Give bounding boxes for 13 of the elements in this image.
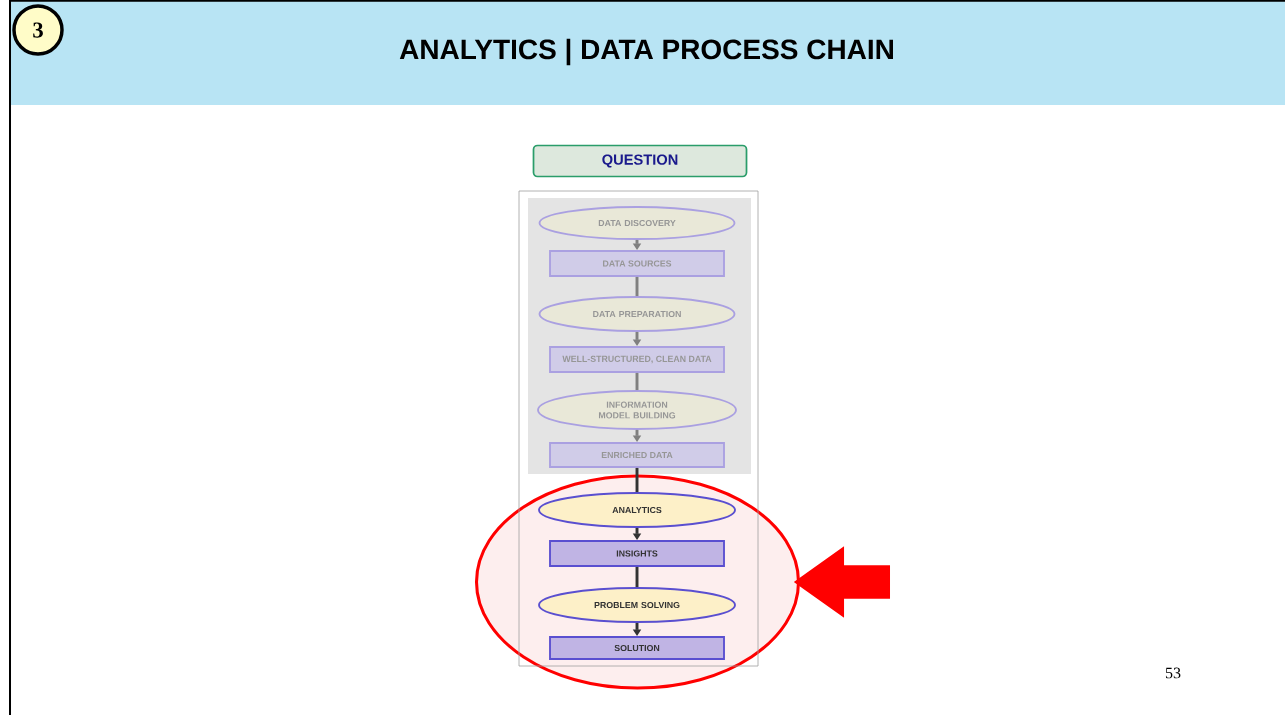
page-number: 53 [1165, 667, 1181, 679]
process-box: WELL-STRUCTURED, CLEAN DATA [549, 346, 725, 373]
connector-line [635, 372, 639, 391]
connector-line [635, 566, 639, 588]
connector-line [635, 276, 639, 297]
process-box: DATA SOURCES [549, 250, 725, 277]
title: ANALYTICS | DATA PROCESS CHAIN [399, 38, 893, 66]
number-badge: 3 [12, 4, 64, 56]
process-box: INSIGHTS [549, 540, 725, 567]
process-box: ENRICHED DATA [549, 442, 725, 468]
process-box: SOLUTION [549, 636, 725, 660]
question-box: QUESTION [532, 144, 748, 178]
connector-line [635, 467, 639, 493]
